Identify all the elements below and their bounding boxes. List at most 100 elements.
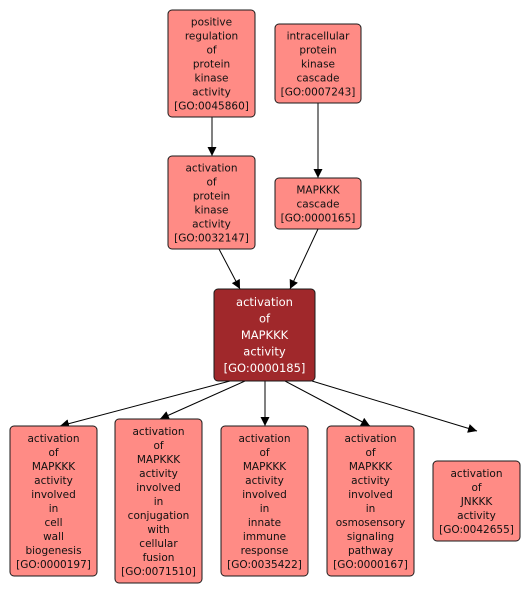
node-label-line: MAPKKK	[349, 461, 393, 473]
node-label-line: involved	[348, 489, 392, 501]
node-label-line: involved	[242, 489, 286, 501]
node-label-line: activation	[344, 433, 396, 445]
node-go-id: [GO:0000165]	[281, 213, 356, 225]
node-label-line: of	[48, 447, 58, 459]
node-go-id: [GO:0000197]	[16, 559, 91, 571]
node-label-line: of	[471, 482, 481, 494]
edge-0000185-to-0042655	[311, 380, 478, 433]
node-label-line: cascade	[296, 73, 339, 85]
node-label-line: MAPKKK	[32, 461, 76, 473]
node-go-id: [GO:0000167]	[333, 559, 408, 571]
node-label-line: activation	[132, 426, 184, 438]
node-label-line: pathway	[348, 545, 393, 557]
node-label-line: MAPKKK	[241, 328, 289, 342]
node-box	[220, 425, 309, 577]
edge-arrow	[289, 228, 319, 290]
node-label-line: innate	[248, 517, 281, 529]
edge-arrow	[311, 380, 478, 433]
node-label-line: conjugation	[128, 510, 190, 522]
go-term-node-0045860[interactable]: positiveregulationofproteinkinaseactivit…	[167, 9, 256, 118]
node-label-line: in	[366, 503, 376, 515]
node-box	[167, 9, 256, 118]
node-label-line: activation	[27, 433, 79, 445]
node-box	[432, 460, 521, 542]
node-go-id: [GO:0042655]	[439, 524, 514, 536]
node-go-id: [GO:0071510]	[121, 566, 196, 578]
node-label-line: in	[49, 503, 59, 515]
edge-arrow	[218, 248, 241, 290]
node-go-id: [GO:0045860]	[174, 101, 249, 113]
node-go-id: [GO:0032147]	[174, 233, 249, 245]
node-label-line: kinase	[301, 59, 335, 71]
node-label-line: involved	[31, 489, 75, 501]
node-label-line: response	[241, 545, 289, 557]
node-label-line: cell	[44, 517, 62, 529]
node-label-line: activity	[139, 468, 178, 480]
node-label-line: activity	[192, 219, 231, 231]
node-label-line: of	[365, 447, 375, 459]
node-label-line: of	[206, 177, 216, 189]
go-term-node-0007243[interactable]: intracellular protein kinase cascade [GO:000…	[274, 23, 362, 104]
node-label-line: involved	[136, 482, 180, 494]
node-label-line: activity	[243, 345, 286, 359]
node-label-line: regulation	[185, 31, 238, 43]
node-label-line: signaling	[347, 531, 394, 543]
edge-arrow	[59, 380, 231, 429]
node-label-line: activation	[238, 433, 290, 445]
node-box	[9, 425, 98, 577]
node-label-line: MAPKKK	[243, 461, 287, 473]
node-label-line: intracellular	[287, 31, 351, 43]
node-label-line: of	[153, 440, 163, 452]
node-label-line: fusion	[143, 552, 175, 564]
node-go-id: [GO:0000185]	[224, 361, 306, 375]
node-label-line: activity	[245, 475, 284, 487]
node-label-line: in	[260, 503, 270, 515]
node-box	[274, 177, 362, 230]
edge-0000165-to-0000185	[289, 228, 319, 290]
node-label-line: of	[259, 312, 271, 326]
nodes-layer: positive regulation of protein kinase activit…	[9, 9, 521, 584]
node-label-line: activity	[457, 510, 496, 522]
node-label-line: activation	[236, 295, 293, 309]
node-label-line: immune	[243, 531, 286, 543]
node-label-line: protein	[193, 59, 230, 71]
node-label-line: activity	[351, 475, 390, 487]
edge-0000185-to-0071510	[159, 380, 246, 420]
node-box	[167, 155, 256, 250]
go-term-node-0000165[interactable]: MAPKKK cascade [GO:0000165]	[274, 177, 362, 230]
node-label-line: cellular	[139, 538, 178, 550]
node-label-line: activation	[185, 163, 237, 175]
node-go-id: [GO:0035422]	[227, 559, 302, 571]
node-box	[274, 23, 362, 104]
edge-0000185-to-0000167	[284, 380, 371, 427]
node-label-line: of	[259, 447, 269, 459]
node-box	[114, 418, 203, 584]
node-label-line: JNKKK	[460, 496, 494, 508]
node-label-line: protein	[299, 45, 336, 57]
node-label-line: wall	[43, 531, 64, 543]
node-label-line: kinase	[194, 73, 228, 85]
node-box	[213, 288, 316, 382]
edges-layer	[59, 103, 478, 433]
node-go-id: [GO:0007243]	[281, 87, 356, 99]
node-label-line: MAPKKK	[296, 185, 340, 197]
node-label-line: protein	[193, 191, 230, 203]
node-label-line: of	[206, 45, 216, 57]
node-label-line: MAPKKK	[137, 454, 181, 466]
node-label-line: positive	[191, 17, 232, 29]
node-label-line: in	[154, 496, 164, 508]
node-label-line: biogenesis	[25, 545, 81, 557]
node-label-line: activity	[34, 475, 73, 487]
go-term-node-0032147[interactable]: activationofproteinkinaseactivity[GO:003…	[167, 155, 256, 250]
node-label-line: osmosensory	[336, 517, 406, 529]
edge-0032147-to-0000185	[218, 248, 241, 290]
edge-arrow	[284, 380, 371, 427]
node-label-line: cascade	[296, 199, 339, 211]
